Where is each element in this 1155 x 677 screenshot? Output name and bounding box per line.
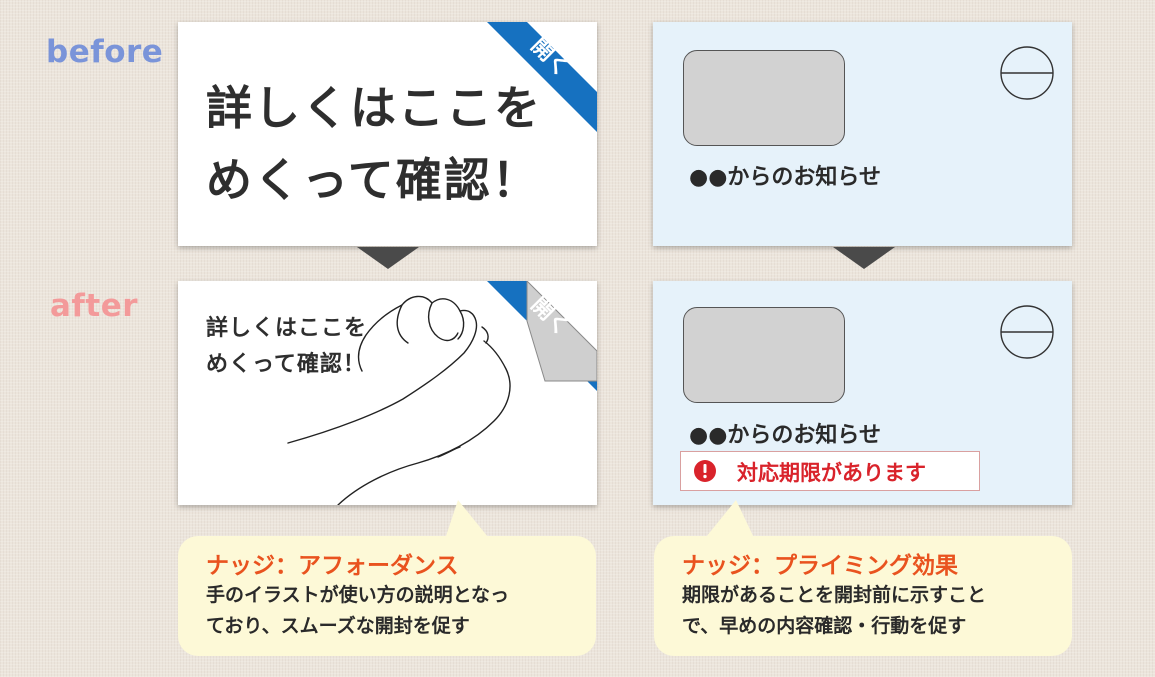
hand-peeling-corner-icon bbox=[287, 295, 511, 505]
bubble-tail-left bbox=[444, 500, 492, 542]
flyer-before: 開く 詳しくはここを めくって確認！ bbox=[178, 22, 597, 246]
flyer-headline-line-1: 詳しくはここを bbox=[206, 81, 542, 135]
flyer-headline: 詳しくはここを めくって確認！ bbox=[206, 311, 367, 383]
bubble-title: ナッジ：プライミング効果 bbox=[682, 553, 958, 579]
bubble-tail-right bbox=[702, 500, 756, 542]
flyer-headline-line-2: めくって確認！ bbox=[206, 352, 366, 377]
bubble-title: ナッジ：アフォーダンス bbox=[206, 553, 459, 579]
ribbon-corner bbox=[487, 22, 597, 132]
flyer-after: 開く 詳しくはここを めくって確認！ bbox=[178, 281, 597, 505]
postmark-circle-icon bbox=[1000, 305, 1054, 359]
arrow-down-right bbox=[833, 247, 895, 269]
bubble-body-line-2: で、早めの内容確認・行動を促す bbox=[682, 615, 967, 637]
bubble-body-line-2: ており、スムーズな開封を促す bbox=[206, 615, 470, 637]
bubble-body-line-1: 期限があることを開封前に示すこと bbox=[682, 584, 987, 606]
bubble-body-line-1: 手のイラストが使い方の説明となっ bbox=[206, 584, 510, 606]
before-label: before bbox=[46, 34, 164, 70]
deadline-badge: 対応期限があります bbox=[680, 451, 980, 491]
arrow-down-left bbox=[357, 247, 419, 269]
nudge-bubble-affordance: ナッジ：アフォーダンス 手のイラストが使い方の説明となっ ており、スムーズな開封… bbox=[178, 536, 596, 656]
deadline-text: 対応期限があります bbox=[737, 461, 926, 485]
postmark-circle-icon bbox=[1000, 46, 1054, 100]
nudge-bubble-priming: ナッジ：プライミング効果 期限があることを開封前に示すこと で、早めの内容確認・… bbox=[654, 536, 1072, 656]
envelope-before: ●●からのお知らせ bbox=[653, 22, 1072, 246]
after-label: after bbox=[50, 288, 139, 324]
address-window bbox=[683, 307, 845, 403]
ribbon-corner bbox=[487, 281, 597, 391]
bubble-body: 期限があることを開封前に示すこと で、早めの内容確認・行動を促す bbox=[682, 580, 986, 642]
alert-exclamation-icon bbox=[694, 460, 716, 482]
flyer-headline-line-2: めくって確認！ bbox=[206, 153, 540, 207]
flyer-headline-line-1: 詳しくはここを bbox=[206, 316, 368, 341]
address-window bbox=[683, 50, 845, 146]
envelope-notice: ●●からのお知らせ bbox=[689, 165, 881, 190]
envelope-notice: ●●からのお知らせ bbox=[689, 423, 881, 448]
flyer-headline: 詳しくはここを めくって確認！ bbox=[206, 72, 542, 216]
bubble-body: 手のイラストが使い方の説明となっ ており、スムーズな開封を促す bbox=[206, 580, 509, 642]
envelope-after: ●●からのお知らせ 対応期限があります bbox=[653, 281, 1072, 505]
